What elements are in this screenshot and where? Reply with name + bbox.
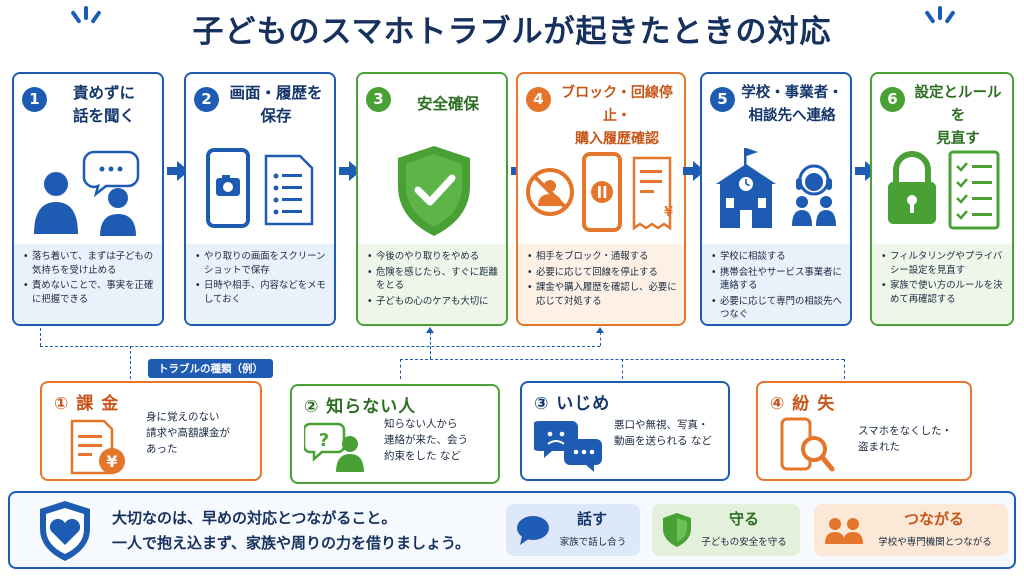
trouble-description: 悪口や無視、写真・ 動画を送られる など bbox=[614, 419, 712, 447]
people-group-icon bbox=[824, 516, 864, 550]
step-header: 4 ブロック・回線停止・ 購入履歴確認 bbox=[518, 74, 684, 147]
trouble-card-billing: ① 課 金 ¥ 身に覚えのない 請求や高額課金が あった bbox=[40, 381, 262, 481]
bullet-item: 携帯会社やサービス事業者に連絡する bbox=[711, 266, 843, 293]
step-title: 安全確保 bbox=[416, 95, 479, 113]
trouble-types-tag: トラブルの種類（例） bbox=[148, 359, 273, 378]
phone-search-icon bbox=[774, 415, 838, 479]
sad-chat-icon bbox=[532, 415, 604, 477]
connector-line bbox=[600, 332, 601, 346]
bullet-item: 相手をブロック・通報する bbox=[527, 250, 677, 264]
trouble-description: 知らない人から 連絡が来た、会う 約束をした など bbox=[384, 418, 468, 462]
connector-line bbox=[130, 346, 131, 379]
connector-line bbox=[622, 359, 623, 379]
trouble-description: 身に覚えのない 請求や高額課金が あった bbox=[146, 411, 230, 455]
trouble-card-lost: ④ 紛 失 スマホをなくした・ 盗まれた bbox=[756, 381, 972, 481]
step-header: 5 学校・事業者・ 相談先へ連絡 bbox=[702, 74, 850, 142]
step-card-1: 1 責めずに 話を聞く 落ち着いて、まずは子どもの気持ちを受け止める 責めないこ… bbox=[12, 72, 164, 326]
connector-line bbox=[430, 332, 431, 359]
step-bullets: やり取りの画面をスクリーンショットで保存 日時や相手、内容などをメモしておく bbox=[186, 244, 334, 324]
step-number: 2 bbox=[194, 87, 219, 112]
bullet-item: フィルタリングやプライバシー設定を見直す bbox=[881, 250, 1005, 277]
connector-line bbox=[400, 359, 401, 379]
pill-sub: 子どもの安全を守る bbox=[701, 537, 787, 548]
step-bullets: 今後のやり取りをやめる 危険を感じたら、すぐに距離をとる 子どもの心のケアも大切… bbox=[358, 244, 506, 324]
step-title: 設定とルールを 見直す bbox=[914, 85, 1002, 147]
svg-text:¥: ¥ bbox=[664, 205, 673, 220]
question-person-icon: ? bbox=[302, 418, 368, 480]
school-support-icons bbox=[702, 138, 850, 242]
step-header: 6 設定とルールを 見直す bbox=[872, 74, 1012, 147]
step-bullets: フィルタリングやプライバシー設定を見直す 家族で使い方のルールを決めて再確認する bbox=[872, 244, 1012, 324]
step-number: 1 bbox=[22, 87, 47, 112]
svg-text:¥: ¥ bbox=[106, 452, 117, 471]
page-title: 子どものスマホトラブルが起きたときの対応 bbox=[192, 14, 832, 50]
connector-arrow-icon bbox=[596, 327, 604, 333]
connector-line bbox=[40, 328, 41, 346]
step-card-5: 5 学校・事業者・ 相談先へ連絡 学校に相談する 携帯会社 bbox=[700, 72, 852, 326]
pill-label: つながる bbox=[903, 510, 964, 528]
block-phone-receipt-icons: ¥ bbox=[518, 138, 684, 242]
step-number: 4 bbox=[526, 87, 551, 112]
trouble-card-bullying: ③ いじめ 悪口や無視、写真・ 動画を送られる など bbox=[520, 381, 730, 481]
connector-line bbox=[844, 359, 845, 379]
connector-arrow-icon bbox=[426, 327, 434, 333]
step-title: 学校・事業者・ 相談先へ連絡 bbox=[741, 85, 843, 124]
step-header: 3 安全確保 bbox=[358, 74, 506, 142]
trouble-title: ② 知らない人 bbox=[304, 397, 417, 417]
bullet-item: やり取りの画面をスクリーンショットで保存 bbox=[195, 250, 327, 277]
bullet-item: 学校に相談する bbox=[711, 250, 843, 264]
pill-protect: 守る 子どもの安全を守る bbox=[652, 504, 800, 556]
bullet-item: 家族で使い方のルールを決めて再確認する bbox=[881, 279, 1005, 306]
trouble-description: スマホをなくした・ 盗まれた bbox=[858, 425, 953, 453]
bullet-item: 落ち着いて、まずは子どもの気持ちを受け止める bbox=[23, 250, 155, 277]
shield-icon bbox=[662, 512, 692, 552]
step-number: 3 bbox=[366, 87, 391, 112]
shield-check-icon bbox=[358, 138, 506, 242]
step-header: 2 画面・履歴を 保存 bbox=[186, 74, 334, 142]
bullet-item: 必要に応じて回線を停止する bbox=[527, 266, 677, 280]
step-card-4: 4 ブロック・回線停止・ 購入履歴確認 ¥ 相手をブロック・通報する 必要に応じ… bbox=[516, 72, 686, 326]
summary-banner: 大切なのは、早めの対応とつながること。 一人で抱え込まず、家族や周りの力を借りま… bbox=[8, 491, 1016, 569]
bullet-item: 必要に応じて専門の相談先へつなぐ bbox=[711, 295, 843, 322]
pill-connect: つながる 学校や専門機関とつながる bbox=[814, 504, 1008, 556]
pill-talk: 話す 家族で話し合う bbox=[506, 504, 640, 556]
step-number: 6 bbox=[880, 87, 905, 112]
pill-label: 守る bbox=[728, 510, 759, 528]
bullet-item: 今後のやり取りをやめる bbox=[367, 250, 499, 264]
summary-message: 大切なのは、早めの対応とつながること。 一人で抱え込まず、家族や周りの力を借りま… bbox=[112, 509, 471, 552]
step-bullets: 相手をブロック・通報する 必要に応じて回線を停止する 課金や購入履歴を確認し、必… bbox=[518, 244, 684, 324]
connector-line bbox=[40, 346, 600, 347]
shield-heart-icon bbox=[36, 499, 94, 567]
svg-text:?: ? bbox=[319, 430, 329, 451]
smartphone-camera-icon bbox=[186, 138, 334, 242]
trouble-title: ① 課 金 bbox=[54, 394, 120, 414]
trouble-title: ③ いじめ bbox=[534, 394, 611, 414]
pill-sub: 学校や専門機関とつながる bbox=[878, 537, 992, 548]
step-card-6: 6 設定とルールを 見直す フィルタリングやプライバシー設定を見直す 家族で使い… bbox=[870, 72, 1014, 326]
pill-label: 話す bbox=[576, 510, 607, 528]
lock-checklist-icons bbox=[872, 138, 1012, 242]
step-title: ブロック・回線停止・ 購入履歴確認 bbox=[561, 85, 673, 147]
pill-sub: 家族で話し合う bbox=[559, 537, 627, 548]
bullet-item: 危険を感じたら、すぐに距離をとる bbox=[367, 266, 499, 293]
trouble-title: ④ 紛 失 bbox=[770, 394, 836, 414]
speech-bubble-icon bbox=[516, 514, 550, 550]
step-title: 画面・履歴を 保存 bbox=[229, 84, 323, 125]
step-header: 1 責めずに 話を聞く bbox=[14, 74, 162, 142]
bullet-item: 責めないことで、事実を正確に把握できる bbox=[23, 279, 155, 306]
bullet-item: 日時や相手、内容などをメモしておく bbox=[195, 279, 327, 306]
trouble-card-stranger: ② 知らない人 ? 知らない人から 連絡が来た、会う 約束をした など bbox=[290, 384, 500, 484]
step-title: 責めずに 話を聞く bbox=[72, 84, 135, 125]
bullet-item: 課金や購入履歴を確認し、必要に応じて対処する bbox=[527, 281, 677, 308]
step-card-2: 2 画面・履歴を 保存 やり取りの画面をスクリーンショットで保存 日時や相手、内… bbox=[184, 72, 336, 326]
step-number: 5 bbox=[710, 87, 735, 112]
step-card-3: 3 安全確保 今後のやり取りをやめる 危険を感じたら、すぐに距離をとる 子どもの… bbox=[356, 72, 508, 326]
bill-yen-icon: ¥ bbox=[68, 419, 128, 481]
step-bullets: 落ち着いて、まずは子どもの気持ちを受け止める 責めないことで、事実を正確に把握で… bbox=[14, 244, 162, 324]
step-bullets: 学校に相談する 携帯会社やサービス事業者に連絡する 必要に応じて専門の相談先へつ… bbox=[702, 244, 850, 324]
talking-people-icon bbox=[14, 138, 162, 242]
bullet-item: 子どもの心のケアも大切に bbox=[367, 295, 499, 309]
